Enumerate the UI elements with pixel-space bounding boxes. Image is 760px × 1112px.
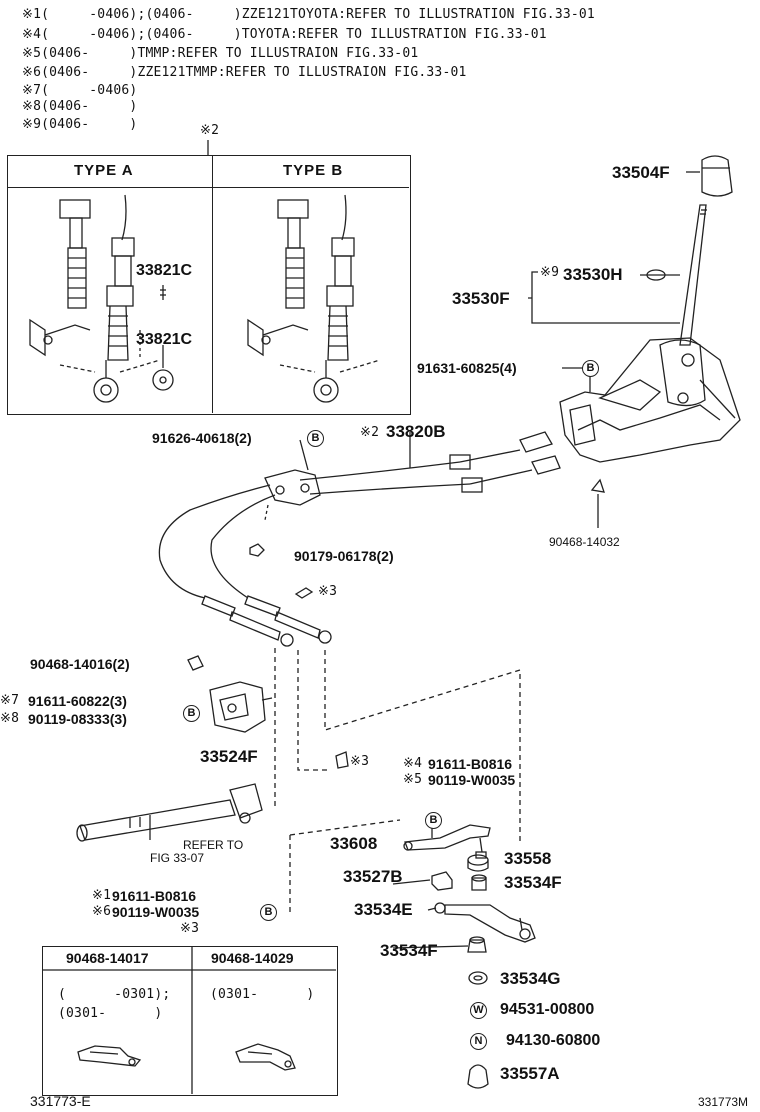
clip-table-col2-header: 90468-14029	[211, 950, 294, 966]
nut-n-symbol: N	[470, 1033, 487, 1050]
bracket-note-8: ※8	[0, 711, 20, 726]
lever-33534e-drawing	[434, 902, 536, 943]
bolt-b-symbol-cable: B	[307, 430, 324, 447]
footer-left-code: 331773-E	[30, 1093, 91, 1109]
cable-bracket-drawing	[264, 439, 321, 521]
clip-table-marker: ※3	[180, 921, 200, 936]
part-94531-label: 94531-00800	[500, 1001, 595, 1018]
part-33820b-label: 33820B	[386, 422, 446, 441]
shift-lever-rod	[679, 204, 707, 346]
part-90468-14016-label: 90468-14016(2)	[30, 656, 130, 672]
clip-90468-14029-drawing	[235, 1043, 296, 1071]
part-91611-b0816-upper-label: 91611-B0816	[428, 756, 513, 772]
part-90468-14032-label: 90468-14032	[549, 535, 620, 549]
part-33821c-lower-label: 33821C	[136, 331, 193, 348]
part-33527b-label: 33527B	[343, 867, 403, 886]
refer-fig-text: FIG 33-07	[150, 851, 205, 865]
bolt-b-symbol-lower: B	[260, 904, 277, 921]
part-33530h-label: 33530H	[563, 265, 623, 284]
lever-note-5: ※5	[403, 772, 423, 787]
part-33504f-label: 33504F	[612, 163, 670, 182]
part-91611-60822-label: 91611-60822(3)	[28, 693, 127, 709]
type-a-cable-end-drawing	[29, 194, 161, 403]
note-line-5: ※7( -0406)	[22, 83, 138, 98]
clip-table-col2-line1: (0301- )	[210, 987, 315, 1002]
part-91611-b0816-lower-label: 91611-B0816	[112, 888, 197, 904]
part-94130-label: 94130-60800	[506, 1032, 601, 1049]
part-33608-label: 33608	[330, 834, 378, 853]
part-33524f-label: 33524F	[200, 747, 258, 766]
lower-note-6: ※6	[92, 904, 112, 919]
part-33821c-grommet	[152, 369, 174, 391]
part-33534f-b-label: 33534F	[380, 941, 438, 960]
note-line-1: ※1( -0406);(0406- )ZZE121TOYOTA:REFER TO…	[22, 7, 595, 22]
part-91631-label: 91631-60825(4)	[417, 360, 517, 376]
part-33530f-label: 33530F	[452, 289, 510, 308]
clip-marker-upper: ※3	[318, 584, 338, 599]
refer-to-text: REFER TO	[183, 838, 244, 852]
shift-cables-drawing	[158, 431, 561, 599]
lever-note-4: ※4	[403, 756, 423, 771]
lever-33608-drawing	[403, 824, 491, 859]
part-33821c-bushing	[160, 285, 166, 300]
footer-right-code: 331773M	[698, 1095, 749, 1109]
control-shaft-drawing	[76, 783, 263, 842]
part-90119-w0035-upper-label: 90119-W0035	[428, 772, 516, 788]
type-box-marker: ※2	[200, 123, 220, 138]
bracket-33524f-drawing	[209, 681, 273, 733]
note-line-3: ※5(0406- )TMMP:REFER TO ILLUSTRAION FIG.…	[22, 46, 419, 61]
part-33534g-label: 33534G	[500, 969, 561, 988]
lower-note-1: ※1	[92, 888, 112, 903]
part-33530h-note: ※9	[540, 265, 560, 280]
part-91626-label: 91626-40618(2)	[152, 430, 252, 446]
part-33821c-upper-label: 33821C	[136, 262, 193, 279]
type-variants-box	[7, 155, 411, 415]
part-90179-label: 90179-06178(2)	[294, 548, 394, 564]
type-divider	[212, 155, 213, 413]
washer-w-symbol: W	[470, 1002, 487, 1019]
note-line-7: ※9(0406- )	[22, 117, 138, 132]
clip-table	[42, 946, 338, 1096]
shift-knob-drawing	[701, 155, 733, 197]
part-90119-08333-label: 90119-08333(3)	[28, 711, 127, 727]
part-90119-w0035-lower-label: 90119-W0035	[112, 904, 200, 920]
note-line-6: ※8(0406- )	[22, 99, 138, 114]
type-a-header: TYPE A	[74, 162, 134, 179]
clip-table-col1-line2: (0301- )	[58, 1006, 163, 1021]
bolt-b-symbol-upper: B	[582, 360, 599, 377]
clip-marker-lower: ※3	[350, 754, 370, 769]
type-b-cable-end-drawing	[247, 194, 381, 403]
part-33557a-label: 33557A	[500, 1064, 560, 1083]
bolt-b-symbol-bracket: B	[183, 705, 200, 722]
bolt-b-symbol-lever: B	[425, 812, 442, 829]
type-b-header: TYPE B	[283, 162, 344, 179]
part-33534f-a-label: 33534F	[504, 873, 562, 892]
cable-ends-drawing	[201, 595, 332, 647]
part-33534e-label: 33534E	[354, 900, 413, 919]
type-header-row	[7, 155, 409, 188]
clip-table-col1-line1: ( -0301);	[58, 987, 171, 1002]
note-line-2: ※4( -0406);(0406- )TOYOTA:REFER TO ILLUS…	[22, 27, 547, 42]
shift-lever-assembly-drawing	[559, 337, 741, 463]
note-line-4: ※6(0406- )ZZE121TMMP:REFER TO ILLUSTRAIO…	[22, 65, 467, 80]
clip-table-col1-header: 90468-14017	[66, 950, 149, 966]
bracket-note-7: ※7	[0, 693, 20, 708]
clip-90468-14017-drawing	[77, 1045, 142, 1067]
cable-note: ※2	[360, 425, 380, 440]
part-33558-label: 33558	[504, 849, 552, 868]
